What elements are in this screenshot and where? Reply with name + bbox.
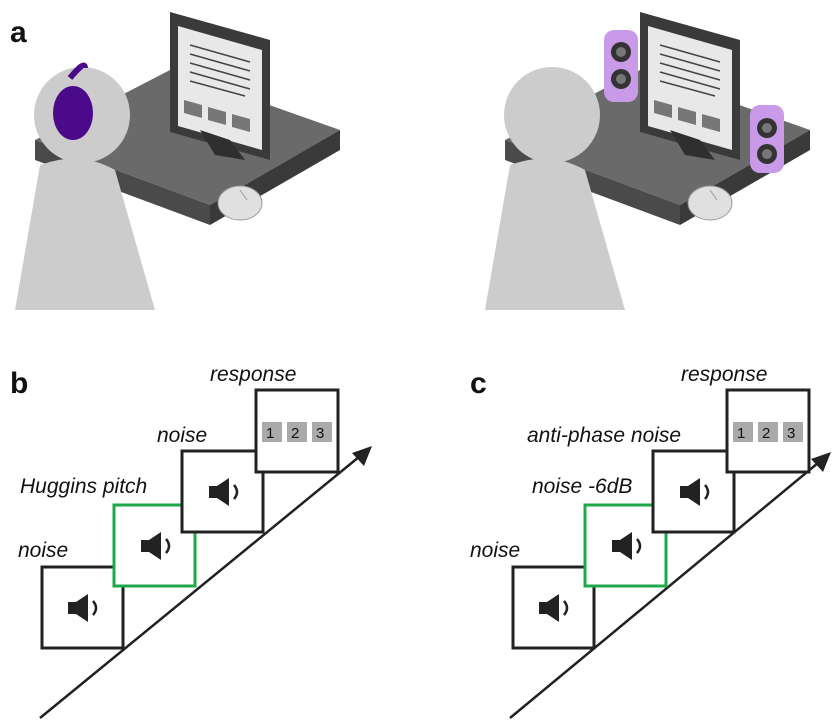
panel-letter-c: c (470, 367, 487, 400)
step-label: noise (18, 539, 68, 562)
response-key (312, 422, 332, 442)
response-key-label: 3 (787, 425, 795, 442)
loudspeaker-left-icon (604, 30, 638, 102)
monitor-stand (670, 130, 715, 160)
scene-headphones (15, 12, 340, 310)
screen-buttons (654, 100, 720, 132)
step-box (40, 565, 125, 650)
response-key-label: 3 (316, 425, 324, 442)
mouse-icon (217, 185, 263, 221)
person-body (15, 158, 155, 310)
timeline-c: noise noise -6dB anti-phase noise respon… (470, 363, 831, 719)
step-label: noise (157, 424, 207, 447)
step-label: Huggins pitch (20, 475, 147, 498)
person-head (504, 67, 600, 163)
timeline-b: noise Huggins pitch noise response 1 2 3 (18, 363, 372, 719)
scene-loudspeakers (485, 12, 810, 310)
monitor-stand (200, 130, 245, 160)
response-key-label: 2 (291, 425, 299, 442)
screen-text-lines (659, 44, 721, 97)
response-key-label: 1 (737, 425, 745, 442)
arrowhead-icon (811, 452, 831, 472)
headphones-icon (53, 86, 93, 140)
step-box (651, 449, 736, 534)
step-label: noise (470, 539, 520, 562)
response-key (262, 422, 282, 442)
response-key (783, 422, 803, 442)
screen-text-lines (189, 44, 251, 97)
response-key (733, 422, 753, 442)
response-keys: 1 2 3 (262, 422, 332, 442)
arrowhead-icon (352, 446, 372, 466)
step-label: response (681, 363, 767, 386)
response-keys: 1 2 3 (733, 422, 803, 442)
time-arrow (39, 451, 366, 719)
panel-letter-b: b (10, 367, 28, 400)
response-key-label: 2 (762, 425, 770, 442)
screen-buttons (184, 100, 250, 132)
response-key (758, 422, 778, 442)
response-key (287, 422, 307, 442)
loudspeaker-right-icon (750, 105, 784, 173)
step-label: response (210, 363, 296, 386)
panel-letter-a: a (10, 16, 27, 49)
person-body (485, 158, 625, 310)
mouse-icon (687, 185, 733, 221)
step-label: noise -6dB (532, 475, 632, 498)
response-key-label: 1 (266, 425, 274, 442)
time-arrow (509, 457, 825, 719)
step-label: anti-phase noise (527, 424, 681, 447)
